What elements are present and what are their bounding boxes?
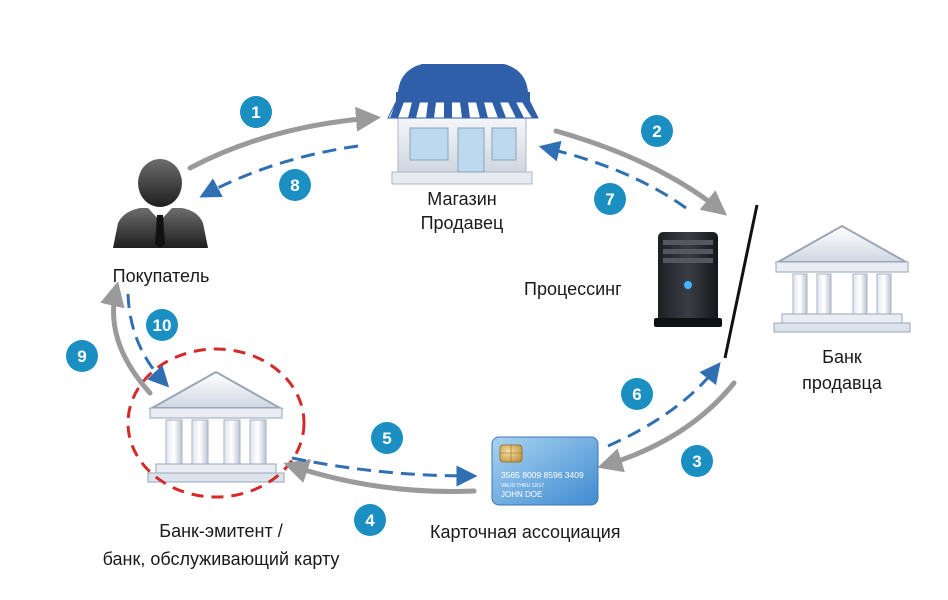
step-badges: 1 2 3 4 5 6 7 8 9 10 [66, 96, 713, 536]
step-badge-circle [66, 340, 98, 372]
shop-label-line1: Магазин [427, 189, 497, 209]
arrow-step-10 [126, 293, 170, 388]
arrow-step-3 [597, 380, 737, 473]
card-association-label: Карточная ассоциация [430, 522, 621, 542]
merchant-bank-label: Банк продавца [778, 344, 906, 396]
merchant-bank-icon [773, 224, 911, 333]
merchant-bank-label-line1: Банк [822, 347, 862, 367]
arrow-step-2 [553, 128, 728, 216]
buyer-person-icon [113, 159, 208, 248]
step-badge-5: 5 [371, 422, 403, 454]
step-badge-number: 1 [251, 103, 260, 122]
arrow-step-8 [199, 144, 359, 198]
processing-server-icon [654, 232, 722, 327]
arrow-step-5 [291, 456, 478, 487]
arrow-step-9 [100, 281, 153, 396]
arrow-step-7 [538, 140, 687, 210]
step-badge-number: 6 [632, 385, 641, 404]
step-badge-circle [279, 169, 311, 201]
step-badge-7: 7 [594, 183, 626, 215]
step-badge-number: 7 [605, 190, 614, 209]
step-badge-number: 9 [77, 347, 86, 366]
step-badge-circle [641, 115, 673, 147]
step-badge-circle [621, 378, 653, 410]
issuer-bank-label: Банк-эмитент / банк, обслуживающий карту [60, 517, 382, 573]
arrow-step-1 [187, 106, 381, 171]
card-valid-thru: VALID THRU 12/17 [501, 483, 544, 489]
credit-card-icon: 3565 8009 8596 3409 VALID THRU 12/17 JOH… [491, 436, 599, 506]
step-badge-10: 10 [146, 309, 178, 341]
step-badge-number: 2 [652, 122, 661, 141]
step-badge-6: 6 [621, 378, 653, 410]
issuer-highlight-circle [126, 347, 306, 499]
arrow-step-4 [283, 459, 477, 494]
card-holder: JOHN DOE [501, 490, 542, 499]
step-badge-circle [146, 309, 178, 341]
step-badge-number: 8 [290, 176, 299, 195]
shop-building-icon [387, 64, 539, 185]
step-badge-number: 4 [365, 511, 375, 530]
step-badge-2: 2 [641, 115, 673, 147]
card-number: 3565 8009 8596 3409 [501, 470, 584, 480]
merchant-bank-label-line2: продавца [802, 373, 882, 393]
shop-label-line2: Продавец [420, 213, 504, 233]
issuer-bank-label-line2: банк, обслуживающий карту [102, 549, 340, 569]
step-badge-3: 3 [681, 445, 713, 477]
step-badge-circle [240, 96, 272, 128]
step-badge-circle [371, 422, 403, 454]
issuer-bank-icon [147, 370, 285, 483]
step-badge-number: 10 [153, 316, 172, 335]
step-badge-8: 8 [279, 169, 311, 201]
step-badge-circle [354, 504, 386, 536]
step-badge-4: 4 [354, 504, 386, 536]
step-badge-9: 9 [66, 340, 98, 372]
step-badge-number: 3 [692, 452, 701, 471]
arrow-step-6 [607, 362, 721, 448]
issuer-bank-label-line1: Банк-эмитент / [159, 521, 283, 541]
step-badge-circle [681, 445, 713, 477]
shop-label: Магазин Продавец [392, 187, 532, 235]
processing-label: Процессинг [524, 279, 622, 299]
step-badge-circle [594, 183, 626, 215]
divider-line [723, 204, 759, 359]
step-badge-number: 5 [382, 429, 391, 448]
buyer-label: Покупатель [112, 266, 210, 286]
step-badge-1: 1 [240, 96, 272, 128]
